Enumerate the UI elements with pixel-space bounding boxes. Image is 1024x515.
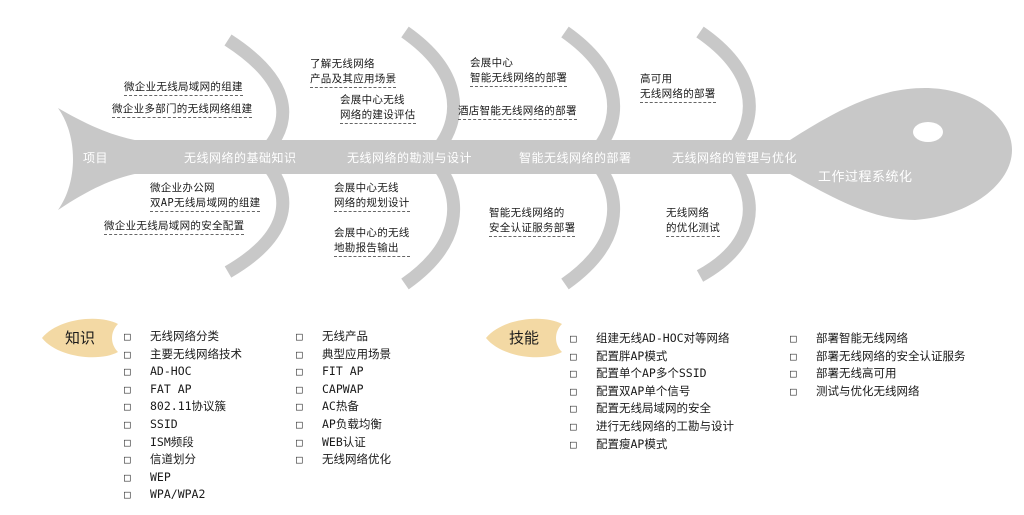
fish-spine — [130, 140, 810, 174]
list-item: 组建无线AD-HOC对等网络 — [570, 330, 734, 348]
knowledge-list-1: 无线网络分类 主要无线网络技术 AD-HOC FAT AP 802.11协议簇 … — [124, 328, 242, 504]
fish-eye — [913, 122, 943, 142]
annotation-line: 微企业办公网 — [150, 182, 215, 194]
tail-label: 项目 — [83, 151, 109, 165]
skills-badge: 技能 — [484, 316, 564, 360]
list-item: 主要无线网络技术 — [124, 346, 242, 364]
annotation-bottom: 智能无线网络的 安全认证服务部署 — [489, 206, 576, 237]
annotation-bottom: 会展中心无线 网络的规划设计 — [334, 181, 410, 212]
list-item: WEP — [124, 469, 242, 487]
spine-label-3: 智能无线网络的部署 — [519, 151, 632, 165]
list-item: 无线网络优化 — [296, 451, 391, 469]
annotation-line: 无线网络的部署 — [640, 87, 716, 103]
annotation-top: 酒店智能无线网络的部署 — [458, 104, 577, 120]
annotation-line: 会展中心无线 — [340, 94, 405, 106]
list-item: 配置胖AP模式 — [570, 348, 734, 366]
annotation-top: 了解无线网络 产品及其应用场景 — [310, 57, 397, 88]
list-item: WEB认证 — [296, 434, 391, 452]
list-item: 配置双AP单个信号 — [570, 383, 734, 401]
list-item: 部署无线网络的安全认证服务 — [790, 348, 966, 366]
list-item: 部署智能无线网络 — [790, 330, 966, 348]
annotation-line: 产品及其应用场景 — [310, 72, 397, 88]
annotation-line: 无线网络 — [666, 207, 710, 219]
rib-top-3 — [561, 26, 621, 150]
rib-bottom-2 — [401, 164, 461, 290]
annotation-line: 网络的建设评估 — [340, 108, 416, 124]
leaf-shape-icon — [42, 318, 118, 358]
list-item: 802.11协议簇 — [124, 398, 242, 416]
annotation-line: 会展中心无线 — [334, 182, 399, 194]
rib-top-1 — [224, 34, 290, 151]
annotation-line: 微企业无线局域网的安全配置 — [104, 219, 245, 235]
skills-title: 技能 — [508, 329, 539, 347]
annotation-top: 微企业无线局域网的组建 — [124, 80, 243, 96]
list-item: SSID — [124, 416, 242, 434]
list-item: AP负载均衡 — [296, 416, 391, 434]
annotation-bottom: 微企业无线局域网的安全配置 — [104, 219, 245, 235]
knowledge-title: 知识 — [64, 329, 95, 347]
annotation-top: 会展中心 智能无线网络的部署 — [470, 56, 568, 87]
rib-top-4 — [696, 26, 756, 150]
annotation-line: 的优化测试 — [666, 221, 720, 237]
knowledge-list-2: 无线产品 典型应用场景 FIT AP CAPWAP AC热备 AP负载均衡 WE… — [296, 328, 391, 469]
annotation-line: 高可用 — [640, 73, 673, 85]
annotation-bottom: 微企业办公网 双AP无线局域网的组建 — [150, 181, 261, 212]
annotation-line: 会展中心的无线 — [334, 227, 410, 239]
fish-tail — [58, 108, 140, 210]
list-item: FAT AP — [124, 381, 242, 399]
annotation-top: 会展中心无线 网络的建设评估 — [340, 93, 416, 124]
annotation-line: 网络的规划设计 — [334, 196, 410, 212]
list-item: 无线产品 — [296, 328, 391, 346]
annotation-line: 双AP无线局域网的组建 — [150, 196, 261, 212]
rib-bottom-1 — [224, 164, 290, 278]
annotation-bottom: 会展中心的无线 地勘报告输出 — [334, 226, 410, 257]
annotation-line: 安全认证服务部署 — [489, 221, 576, 237]
leaf-shape-icon — [486, 318, 562, 358]
annotation-line: 智能无线网络的部署 — [470, 71, 568, 87]
fish-skeleton — [58, 26, 1012, 290]
list-item: 典型应用场景 — [296, 346, 391, 364]
spine-label-2: 无线网络的勘测与设计 — [347, 151, 473, 165]
spine-label-1: 无线网络的基础知识 — [184, 151, 297, 165]
annotation-line: 会展中心 — [470, 57, 514, 69]
rib-bottom-3 — [561, 164, 621, 290]
annotation-line: 酒店智能无线网络的部署 — [458, 104, 577, 120]
list-item: 配置瘦AP模式 — [570, 436, 734, 454]
list-item: WPA/WPA2 — [124, 486, 242, 504]
list-item: 配置单个AP多个SSID — [570, 365, 734, 383]
knowledge-badge: 知识 — [40, 316, 120, 360]
annotation-line: 了解无线网络 — [310, 58, 375, 70]
annotation-line: 智能无线网络的 — [489, 207, 565, 219]
annotation-top: 微企业多部门的无线网络组建 — [112, 102, 253, 118]
list-item: FIT AP — [296, 363, 391, 381]
spine-label-4: 无线网络的管理与优化 — [672, 151, 798, 165]
list-item: 信道划分 — [124, 451, 242, 469]
annotation-line: 微企业无线局域网的组建 — [124, 80, 243, 96]
annotation-line: 地勘报告输出 — [334, 241, 410, 257]
list-item: AC热备 — [296, 398, 391, 416]
head-label: 工作过程系统化 — [818, 170, 913, 185]
skills-list-1: 组建无线AD-HOC对等网络 配置胖AP模式 配置单个AP多个SSID 配置双A… — [570, 330, 734, 453]
list-item: 配置无线局域网的安全 — [570, 400, 734, 418]
fish-head — [790, 88, 1012, 220]
annotation-top: 高可用 无线网络的部署 — [640, 72, 716, 103]
rib-bottom-4 — [696, 164, 756, 282]
annotation-line: 微企业多部门的无线网络组建 — [112, 102, 253, 118]
list-item: CAPWAP — [296, 381, 391, 399]
list-item: 进行无线网络的工勘与设计 — [570, 418, 734, 436]
rib-top-2 — [401, 26, 461, 150]
list-item: 部署无线高可用 — [790, 365, 966, 383]
list-item: ISM频段 — [124, 434, 242, 452]
annotation-bottom: 无线网络 的优化测试 — [666, 206, 720, 237]
list-item: 测试与优化无线网络 — [790, 383, 966, 401]
list-item: 无线网络分类 — [124, 328, 242, 346]
list-item: AD-HOC — [124, 363, 242, 381]
skills-list-2: 部署智能无线网络 部署无线网络的安全认证服务 部署无线高可用 测试与优化无线网络 — [790, 330, 966, 400]
